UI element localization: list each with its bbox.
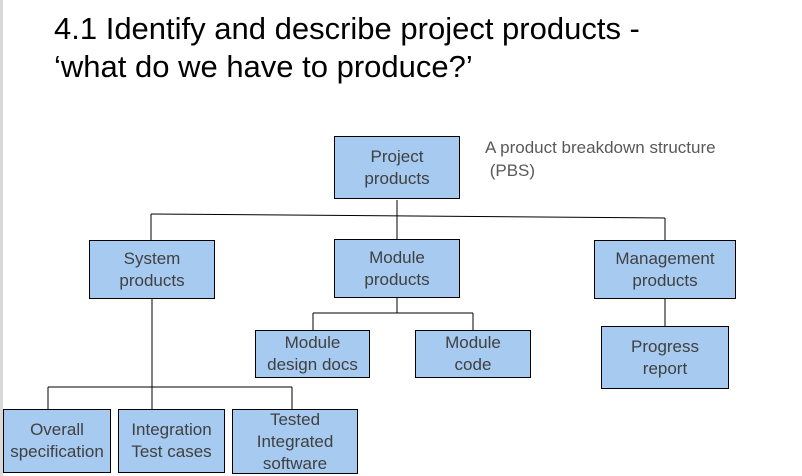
node-label: products [119, 270, 185, 290]
node-label: specification [10, 442, 104, 461]
node-progress-report: Progress report [601, 326, 729, 389]
node-label: Overall [30, 420, 84, 439]
title-line-1: 4.1 Identify and describe project produc… [54, 11, 640, 46]
node-label: Module [284, 333, 341, 352]
node-tested-integrated-software: Tested Integrated software [232, 409, 358, 474]
node-label: report [642, 358, 688, 378]
slide-title: 4.1 Identify and describe project produc… [54, 10, 794, 86]
node-label: software [262, 453, 328, 473]
node-project-products: Project products [334, 136, 460, 199]
node-label: Tested [269, 409, 321, 429]
caption-line-1: A product breakdown structure [485, 138, 716, 157]
node-label: Integrated [256, 431, 334, 451]
node-label: Module [445, 333, 501, 352]
node-label: Module [369, 247, 425, 267]
slide-left-border [0, 0, 3, 476]
node-integration-test-cases: Integration Test cases [118, 409, 225, 473]
node-label: System [123, 248, 181, 268]
node-label: Project [370, 146, 424, 166]
node-module-design-docs: Module design docs [255, 330, 370, 378]
node-system-products: System products [89, 240, 215, 299]
node-label: Test cases [131, 442, 212, 461]
node-label: design docs [267, 355, 358, 374]
node-management-products: Management products [594, 240, 736, 299]
node-label: Integration [131, 420, 212, 439]
connector-level1-bar [150, 213, 666, 219]
node-module-products: Module products [334, 239, 460, 298]
node-module-code: Module code [415, 330, 531, 378]
node-label: Progress [630, 336, 700, 356]
caption-line-2: (PBS) [485, 161, 536, 180]
node-label: code [454, 355, 492, 374]
title-line-2: ‘what do we have to produce?’ [54, 49, 473, 84]
pbs-caption: A product breakdown structure (PBS) [485, 136, 785, 182]
node-label: products [364, 269, 430, 289]
node-overall-specification: Overall specification [3, 409, 111, 473]
node-label: Management [615, 248, 715, 268]
node-label: products [364, 168, 430, 188]
node-label: products [632, 270, 698, 290]
